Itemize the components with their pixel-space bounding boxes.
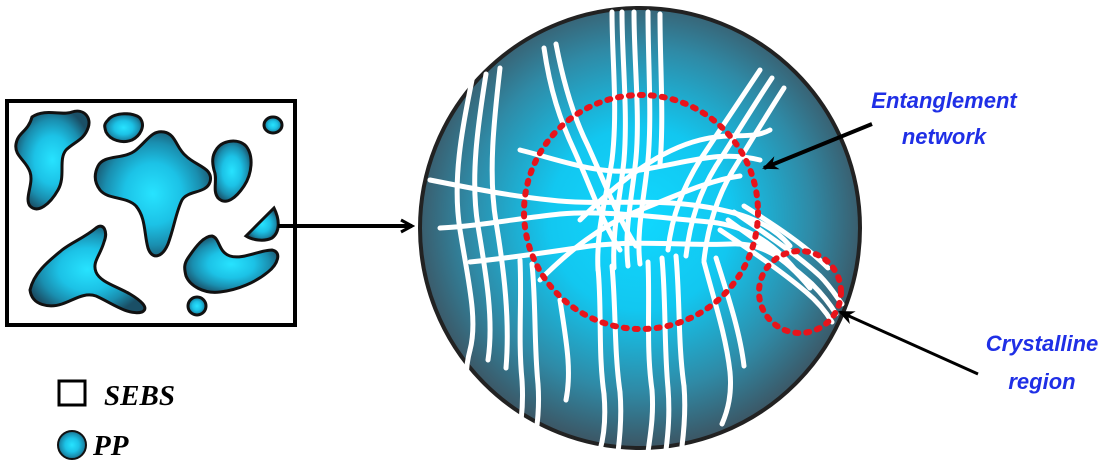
crystalline-label-line2: region [1008,369,1075,394]
pp-domain [105,114,143,142]
entanglement-label-line1: Entanglement [871,88,1018,113]
polymer-chain [660,14,662,164]
legend-pp-swatch [58,431,86,459]
crystalline-label-line1: Crystalline [986,331,1099,356]
legend-pp-label: PP [92,430,129,462]
legend-sebs-swatch [59,381,85,405]
legend-sebs-label: SEBS [104,380,175,412]
entanglement-label-line2: network [902,124,988,149]
pp-domain [188,297,206,315]
crystalline-pointer-arrow [840,312,978,374]
legend: SEBS PP [58,380,175,462]
pp-domain [264,117,282,133]
